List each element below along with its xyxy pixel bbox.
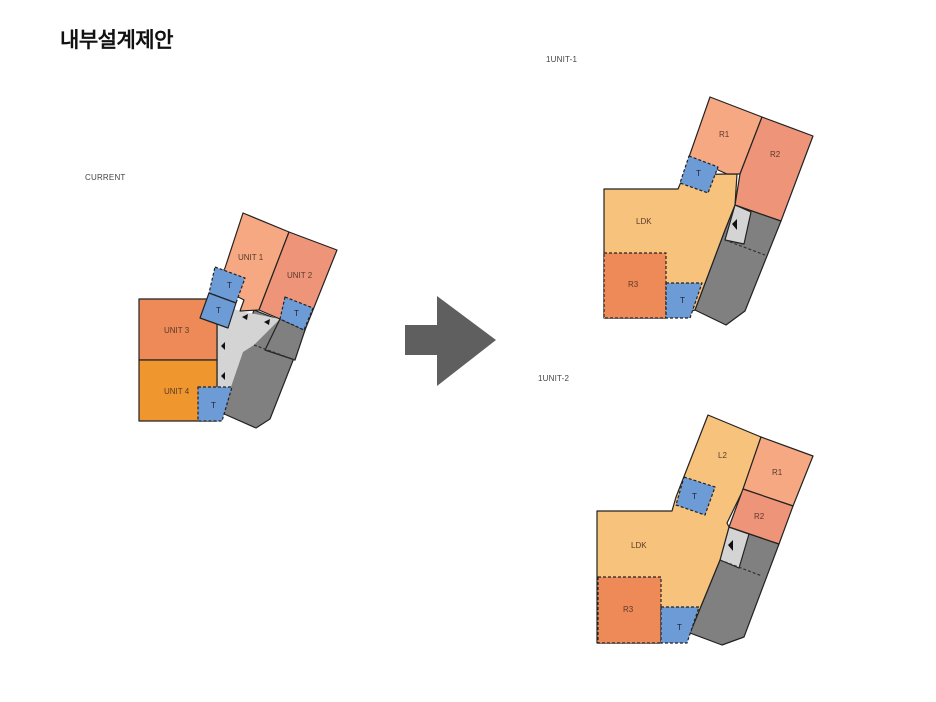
- right-arrow-icon: [405, 296, 496, 386]
- room-r2: [734, 116, 814, 222]
- room-r2: [728, 488, 794, 545]
- toilet-label: T: [680, 296, 685, 305]
- room-label-unit-4: UNIT 4: [164, 387, 190, 396]
- current-label: CURRENT: [85, 173, 126, 182]
- toilet: [199, 292, 237, 329]
- toilet: [660, 606, 700, 644]
- toilet-label: T: [227, 281, 232, 290]
- toilet: [675, 476, 716, 516]
- plan-1unit-1-labels: R1 R2 LDK R3 T T: [628, 130, 781, 305]
- door-marker-icon: [221, 372, 225, 380]
- room-label-unit-1: UNIT 1: [238, 253, 264, 262]
- door-marker-icon: [732, 219, 737, 230]
- corridor: [217, 303, 280, 413]
- toilet-label: T: [211, 401, 216, 410]
- room-label-ldk: LDK: [631, 541, 647, 550]
- door-marker-icon: [221, 342, 225, 350]
- room-r3: [603, 252, 667, 319]
- plan-1unit-2: [596, 414, 814, 646]
- room-label-r1: R1: [772, 468, 783, 477]
- room-r1: [688, 96, 763, 175]
- toilet-label: T: [294, 309, 299, 318]
- room-label-r2: R2: [770, 150, 781, 159]
- toilet-label: T: [692, 492, 697, 501]
- room-label-r3: R3: [623, 605, 634, 614]
- toilet-label: T: [216, 306, 221, 315]
- toilet: [197, 386, 233, 422]
- toilet: [279, 296, 314, 331]
- toilet: [208, 266, 246, 304]
- toilet-label: T: [696, 169, 701, 178]
- unit-3: [138, 298, 218, 361]
- 1unit-1-label: 1UNIT-1: [546, 55, 578, 64]
- toilet: [679, 155, 719, 194]
- corridor: [724, 204, 752, 245]
- room-r3: [597, 576, 662, 644]
- room-label-r1: R1: [719, 130, 730, 139]
- current-room-labels: UNIT 1 UNIT 2 UNIT 3 UNIT 4 T T T T: [164, 253, 313, 410]
- room-label-ldk: LDK: [636, 217, 652, 226]
- room-label-unit-2: UNIT 2: [287, 271, 313, 280]
- page-title: 내부설계제안: [60, 28, 173, 52]
- room-label-r3: R3: [628, 280, 639, 289]
- room-label-l2: L2: [718, 451, 727, 460]
- plan-1unit-2-labels: L2 R1 R2 LDK R3 T T: [623, 451, 783, 632]
- toilet: [665, 282, 703, 319]
- current-floor-plan: [138, 212, 338, 429]
- toilet-label: T: [677, 623, 682, 632]
- door-marker-icon: [242, 314, 248, 320]
- door-marker-icon: [264, 319, 270, 325]
- room-label-unit-3: UNIT 3: [164, 326, 190, 335]
- room-label-r2: R2: [754, 512, 765, 521]
- door-marker-icon: [728, 540, 733, 551]
- plan-1unit-1: [603, 96, 814, 326]
- 1unit-2-label: 1UNIT-2: [538, 374, 570, 383]
